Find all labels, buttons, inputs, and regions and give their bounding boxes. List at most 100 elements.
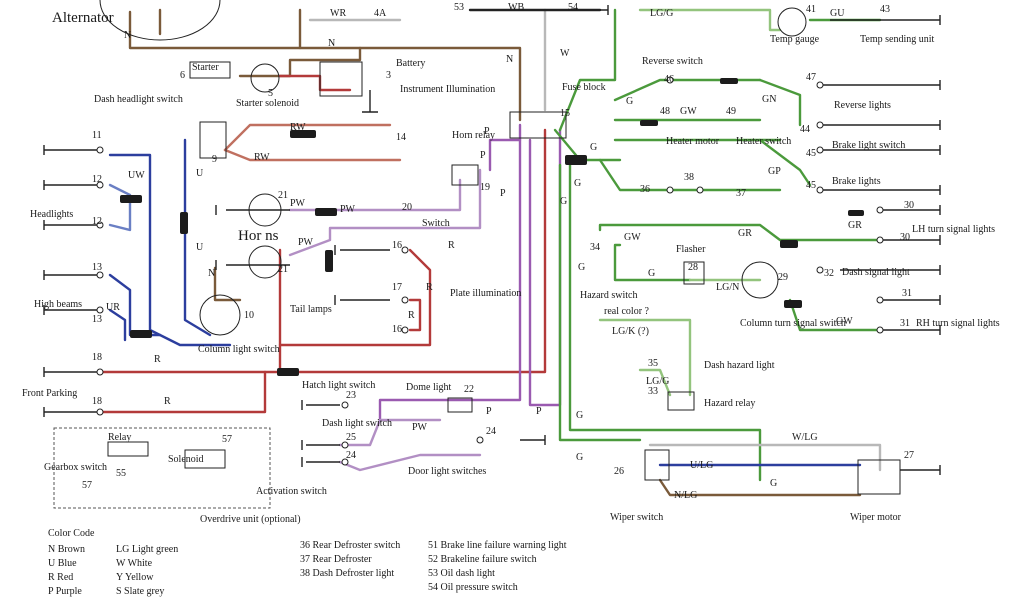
wire-label: UR bbox=[106, 302, 120, 313]
wire-label: RW bbox=[254, 152, 270, 163]
label-dash-headlight-switch: Dash headlight switch bbox=[94, 94, 183, 105]
wire-nlg bbox=[658, 478, 862, 497]
label-wiper-switch: Wiper switch bbox=[610, 512, 663, 523]
terminal-number: 25 bbox=[346, 432, 356, 443]
wire-label: WB bbox=[508, 2, 524, 13]
terminal-number: 45 bbox=[806, 148, 816, 159]
wire-lgg bbox=[638, 368, 672, 397]
terminal-number: 18 bbox=[92, 396, 102, 407]
wire-label: G bbox=[626, 96, 633, 107]
wire-r-fuse bbox=[288, 128, 547, 374]
wire-r-front2 bbox=[98, 370, 267, 414]
color-code-entry: LG Light green bbox=[116, 544, 178, 555]
wire-n-top bbox=[128, 8, 302, 50]
wire-label: U/LG bbox=[690, 460, 713, 471]
wire-pw-horn2 bbox=[288, 168, 482, 257]
terminal-number: 35 bbox=[648, 358, 658, 369]
label-starter-solenoid: Starter solenoid bbox=[236, 98, 299, 109]
overdrive-box bbox=[53, 427, 271, 509]
terminal-number: 20 bbox=[402, 202, 412, 213]
battery-symbol bbox=[319, 61, 378, 113]
terminal-number: 24 bbox=[486, 426, 496, 437]
wire-gp bbox=[758, 138, 812, 187]
column-light-switch-symbol bbox=[199, 294, 241, 336]
wire-label: GU bbox=[830, 8, 845, 19]
label-dash-signal-light: Dash signal light bbox=[842, 267, 910, 278]
terminal-number: 29 bbox=[778, 272, 788, 283]
wire-label: GW bbox=[836, 316, 853, 327]
label-horn-relay: Horn relay bbox=[452, 130, 495, 141]
wire-rw-2 bbox=[223, 148, 402, 162]
wire-label: G bbox=[578, 262, 585, 273]
title-alternator: Alternator bbox=[52, 10, 114, 26]
wiper-switch-symbol bbox=[644, 449, 670, 481]
wire-g-up bbox=[558, 8, 617, 132]
terminal-number: 6 bbox=[180, 70, 185, 81]
fuse-block-symbol bbox=[509, 111, 567, 139]
wire-label: G bbox=[576, 452, 583, 463]
wire-label: G bbox=[590, 142, 597, 153]
terminal-number: 45 bbox=[806, 180, 816, 191]
wire-label: P bbox=[500, 188, 506, 199]
wire-label: P bbox=[480, 150, 486, 161]
wire-u-vert bbox=[183, 138, 212, 337]
dome-light-symbol bbox=[447, 397, 473, 413]
wire-label: G bbox=[648, 268, 655, 279]
terminal-number: 34 bbox=[590, 242, 600, 253]
wire-label: N bbox=[506, 54, 513, 65]
terminal-number: 12 bbox=[92, 174, 102, 185]
wire-label: GW bbox=[680, 106, 697, 117]
wire-g-main bbox=[558, 163, 642, 442]
wire-n-right bbox=[298, 46, 522, 122]
label-dash-light-switch: Dash light switch bbox=[322, 418, 392, 429]
legend-item: 51 Brake line failure warning light bbox=[428, 540, 567, 551]
wire-label: PW bbox=[412, 422, 428, 433]
wire-label: GR bbox=[848, 220, 862, 231]
terminal-number: 38 bbox=[684, 172, 694, 183]
wire-n-starter bbox=[238, 46, 362, 78]
label-overdrive-unit: Overdrive unit (optional) bbox=[200, 514, 301, 525]
alternator-symbol bbox=[99, 0, 221, 41]
hazard-relay-symbol bbox=[667, 391, 695, 411]
terminal-number: 18 bbox=[92, 352, 102, 363]
label-headlights: Headlights bbox=[30, 209, 73, 220]
wire-n-column bbox=[213, 266, 242, 302]
label-horns: Hor ns bbox=[238, 228, 279, 244]
label-real-color: real color ? bbox=[604, 306, 650, 317]
color-code-legend: Color Code N Brown U Blue R Red P Purple… bbox=[48, 528, 178, 597]
label-temp-sending-unit: Temp sending unit bbox=[860, 34, 935, 45]
wiper-motor-symbol bbox=[857, 459, 901, 495]
label-front-parking: Front Parking bbox=[22, 388, 77, 399]
terminal-number: 27 bbox=[904, 450, 914, 461]
label-hazard-switch: Hazard switch bbox=[580, 290, 637, 301]
wire-label: GP bbox=[768, 166, 781, 177]
terminal-number: 3 bbox=[386, 70, 391, 81]
label-heater-motor: Heater motor bbox=[666, 136, 720, 147]
label-wiper-motor: Wiper motor bbox=[850, 512, 902, 523]
terminal-number: 49 bbox=[726, 106, 736, 117]
wire-lg-temp bbox=[638, 8, 782, 32]
wire-r-starter bbox=[278, 74, 352, 92]
terminal-number: 53 bbox=[454, 2, 464, 13]
label-dash-hazard-light: Dash hazard light bbox=[704, 360, 775, 371]
terminal-number: 10 bbox=[244, 310, 254, 321]
component-labels: Alternator Starter Starter solenoid Batt… bbox=[22, 10, 1000, 525]
terminal-number: 54 bbox=[568, 2, 578, 13]
terminal-number: 28 bbox=[688, 262, 698, 273]
terminal-number: 26 bbox=[614, 466, 624, 477]
terminal-number: 47 bbox=[806, 72, 816, 83]
wire-r-tail bbox=[278, 248, 432, 347]
legend-item: 53 Oil dash light bbox=[428, 568, 495, 579]
wire-gw bbox=[613, 243, 692, 282]
label-high-beams: High beams bbox=[34, 299, 82, 310]
color-code-heading: Color Code bbox=[48, 528, 95, 539]
wire-label: N/LG bbox=[674, 490, 697, 501]
wire-label: G bbox=[576, 410, 583, 421]
wire-label: P bbox=[536, 406, 542, 417]
flasher-symbol bbox=[683, 261, 705, 285]
wire-label: 4A bbox=[374, 8, 387, 19]
wire-label: N bbox=[124, 30, 131, 41]
wire-label: PW bbox=[298, 237, 314, 248]
terminal-number: 57 bbox=[222, 434, 232, 445]
